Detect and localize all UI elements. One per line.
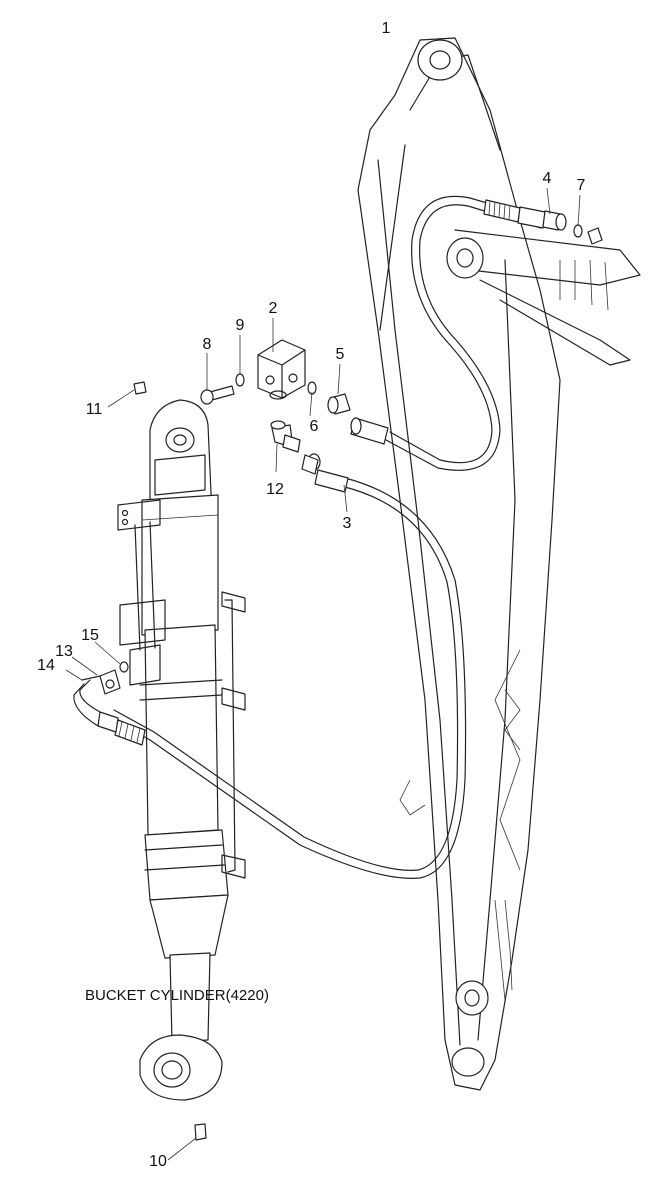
callout-2: 2: [269, 300, 278, 317]
callout-14: 14: [37, 657, 55, 674]
hose-lower-loop: [73, 453, 467, 879]
callout-6: 6: [310, 418, 319, 435]
arm: [357, 37, 641, 1091]
callout-15: 15: [81, 627, 99, 644]
callout-11: 11: [86, 401, 103, 418]
callout-4: 4: [543, 170, 552, 187]
callout-1: 1: [382, 20, 391, 37]
hose-upper-loop: [350, 195, 567, 471]
bucket-cylinder: [117, 399, 246, 1101]
callout-12: 12: [266, 481, 284, 498]
callout-8: 8: [203, 336, 212, 353]
callout-labels: 1 2 3 4 5 6 7 8 9 10 11 12 13 14 15: [37, 20, 585, 1170]
callout-3: 3: [343, 515, 352, 532]
callout-13: 13: [55, 643, 73, 660]
callout-7: 7: [577, 177, 586, 194]
callout-5: 5: [336, 346, 345, 363]
callout-10: 10: [149, 1153, 167, 1170]
parts: [81, 224, 603, 1141]
leader-lines: [65, 187, 581, 1161]
callout-9: 9: [236, 317, 245, 334]
caption-bucket-cylinder: BUCKET CYLINDER(4220): [85, 987, 269, 1004]
